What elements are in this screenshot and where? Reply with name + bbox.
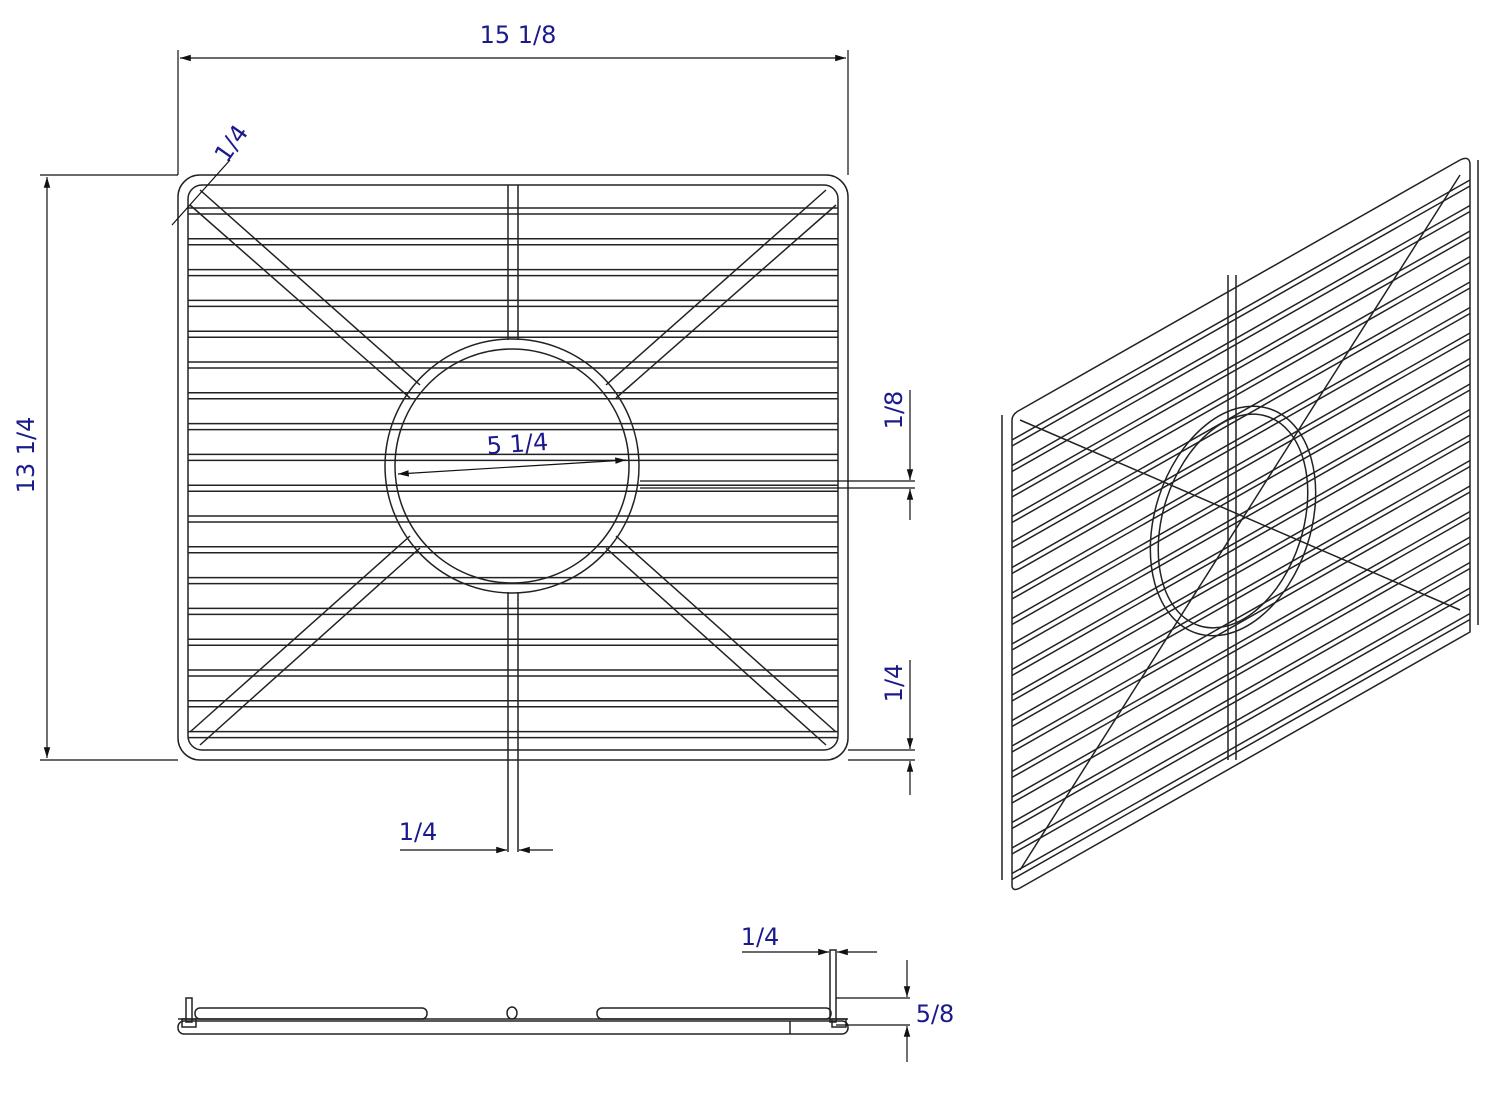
top-view	[177, 174, 849, 852]
horizontal-bars	[188, 207, 838, 739]
iso-grid-bar	[1011, 185, 1471, 447]
iso-grid-bar	[1011, 414, 1471, 677]
iso-grid-bar	[1011, 516, 1471, 779]
iso-grid-bar	[1011, 236, 1471, 498]
iso-grid-bar	[1011, 255, 1471, 518]
iso-grid-bar	[1011, 465, 1471, 728]
iso-grid-bar	[1011, 287, 1471, 549]
iso-grid-bar	[1011, 204, 1471, 467]
drain-hole-outer	[384, 338, 640, 594]
iso-grid-bar	[1011, 587, 1471, 849]
iso-grid-bar	[1011, 561, 1471, 824]
edge-offset-label: 1/4	[880, 664, 908, 703]
corner-wire-label: 1/4	[209, 120, 254, 168]
side-wire-label: 1/4	[741, 923, 780, 951]
iso-grid-bar	[1011, 434, 1471, 696]
iso-grid-bar	[1011, 332, 1471, 594]
center-bar	[507, 185, 519, 852]
iso-grid-bar	[1011, 612, 1471, 875]
side-view	[177, 949, 849, 1035]
iso-grid-bar	[1011, 210, 1471, 473]
iso-grid-bar	[1011, 567, 1471, 830]
center-bar-label: 1/4	[399, 818, 438, 846]
iso-grid-bar	[1011, 593, 1471, 855]
hole-diameter-label: 5 1/4	[486, 428, 549, 460]
width-label: 15 1/8	[480, 21, 557, 49]
height-label: 13 1/4	[12, 417, 40, 494]
side-dimension-lines	[742, 948, 911, 1062]
iso-grid-bar	[1011, 179, 1471, 441]
iso-grid-bar	[1011, 230, 1471, 492]
iso-grid-bar	[1011, 363, 1471, 626]
iso-grid-bar	[1011, 281, 1471, 543]
iso-grid-bar	[1011, 542, 1471, 804]
isometric-view	[1001, 157, 1479, 891]
side-height-label: 5/8	[916, 1000, 955, 1028]
iso-grid-bar	[1011, 485, 1471, 747]
iso-grid-bar	[1011, 510, 1471, 773]
dimension-lines	[40, 50, 915, 854]
iso-grid-bar	[1011, 357, 1471, 620]
outer-frame	[177, 174, 849, 761]
iso-grid-bar	[1011, 459, 1471, 722]
iso-grid-bar	[1011, 491, 1471, 753]
iso-grid-bar	[1011, 440, 1471, 702]
inner-frame	[187, 184, 839, 751]
drain-hole-inner	[394, 348, 630, 584]
iso-grid-bar	[1011, 338, 1471, 600]
iso-grid-bar	[1011, 383, 1471, 645]
bar-gap-label: 1/8	[880, 391, 908, 430]
iso-grid-bar	[1011, 536, 1471, 798]
iso-grid-bar	[1011, 408, 1471, 671]
iso-grid-bar	[1011, 618, 1471, 881]
iso-grid-bar	[1011, 306, 1471, 569]
diagonal-braces	[189, 189, 837, 746]
iso-grid-bar	[1011, 312, 1471, 575]
iso-grid-bar	[1011, 261, 1471, 524]
